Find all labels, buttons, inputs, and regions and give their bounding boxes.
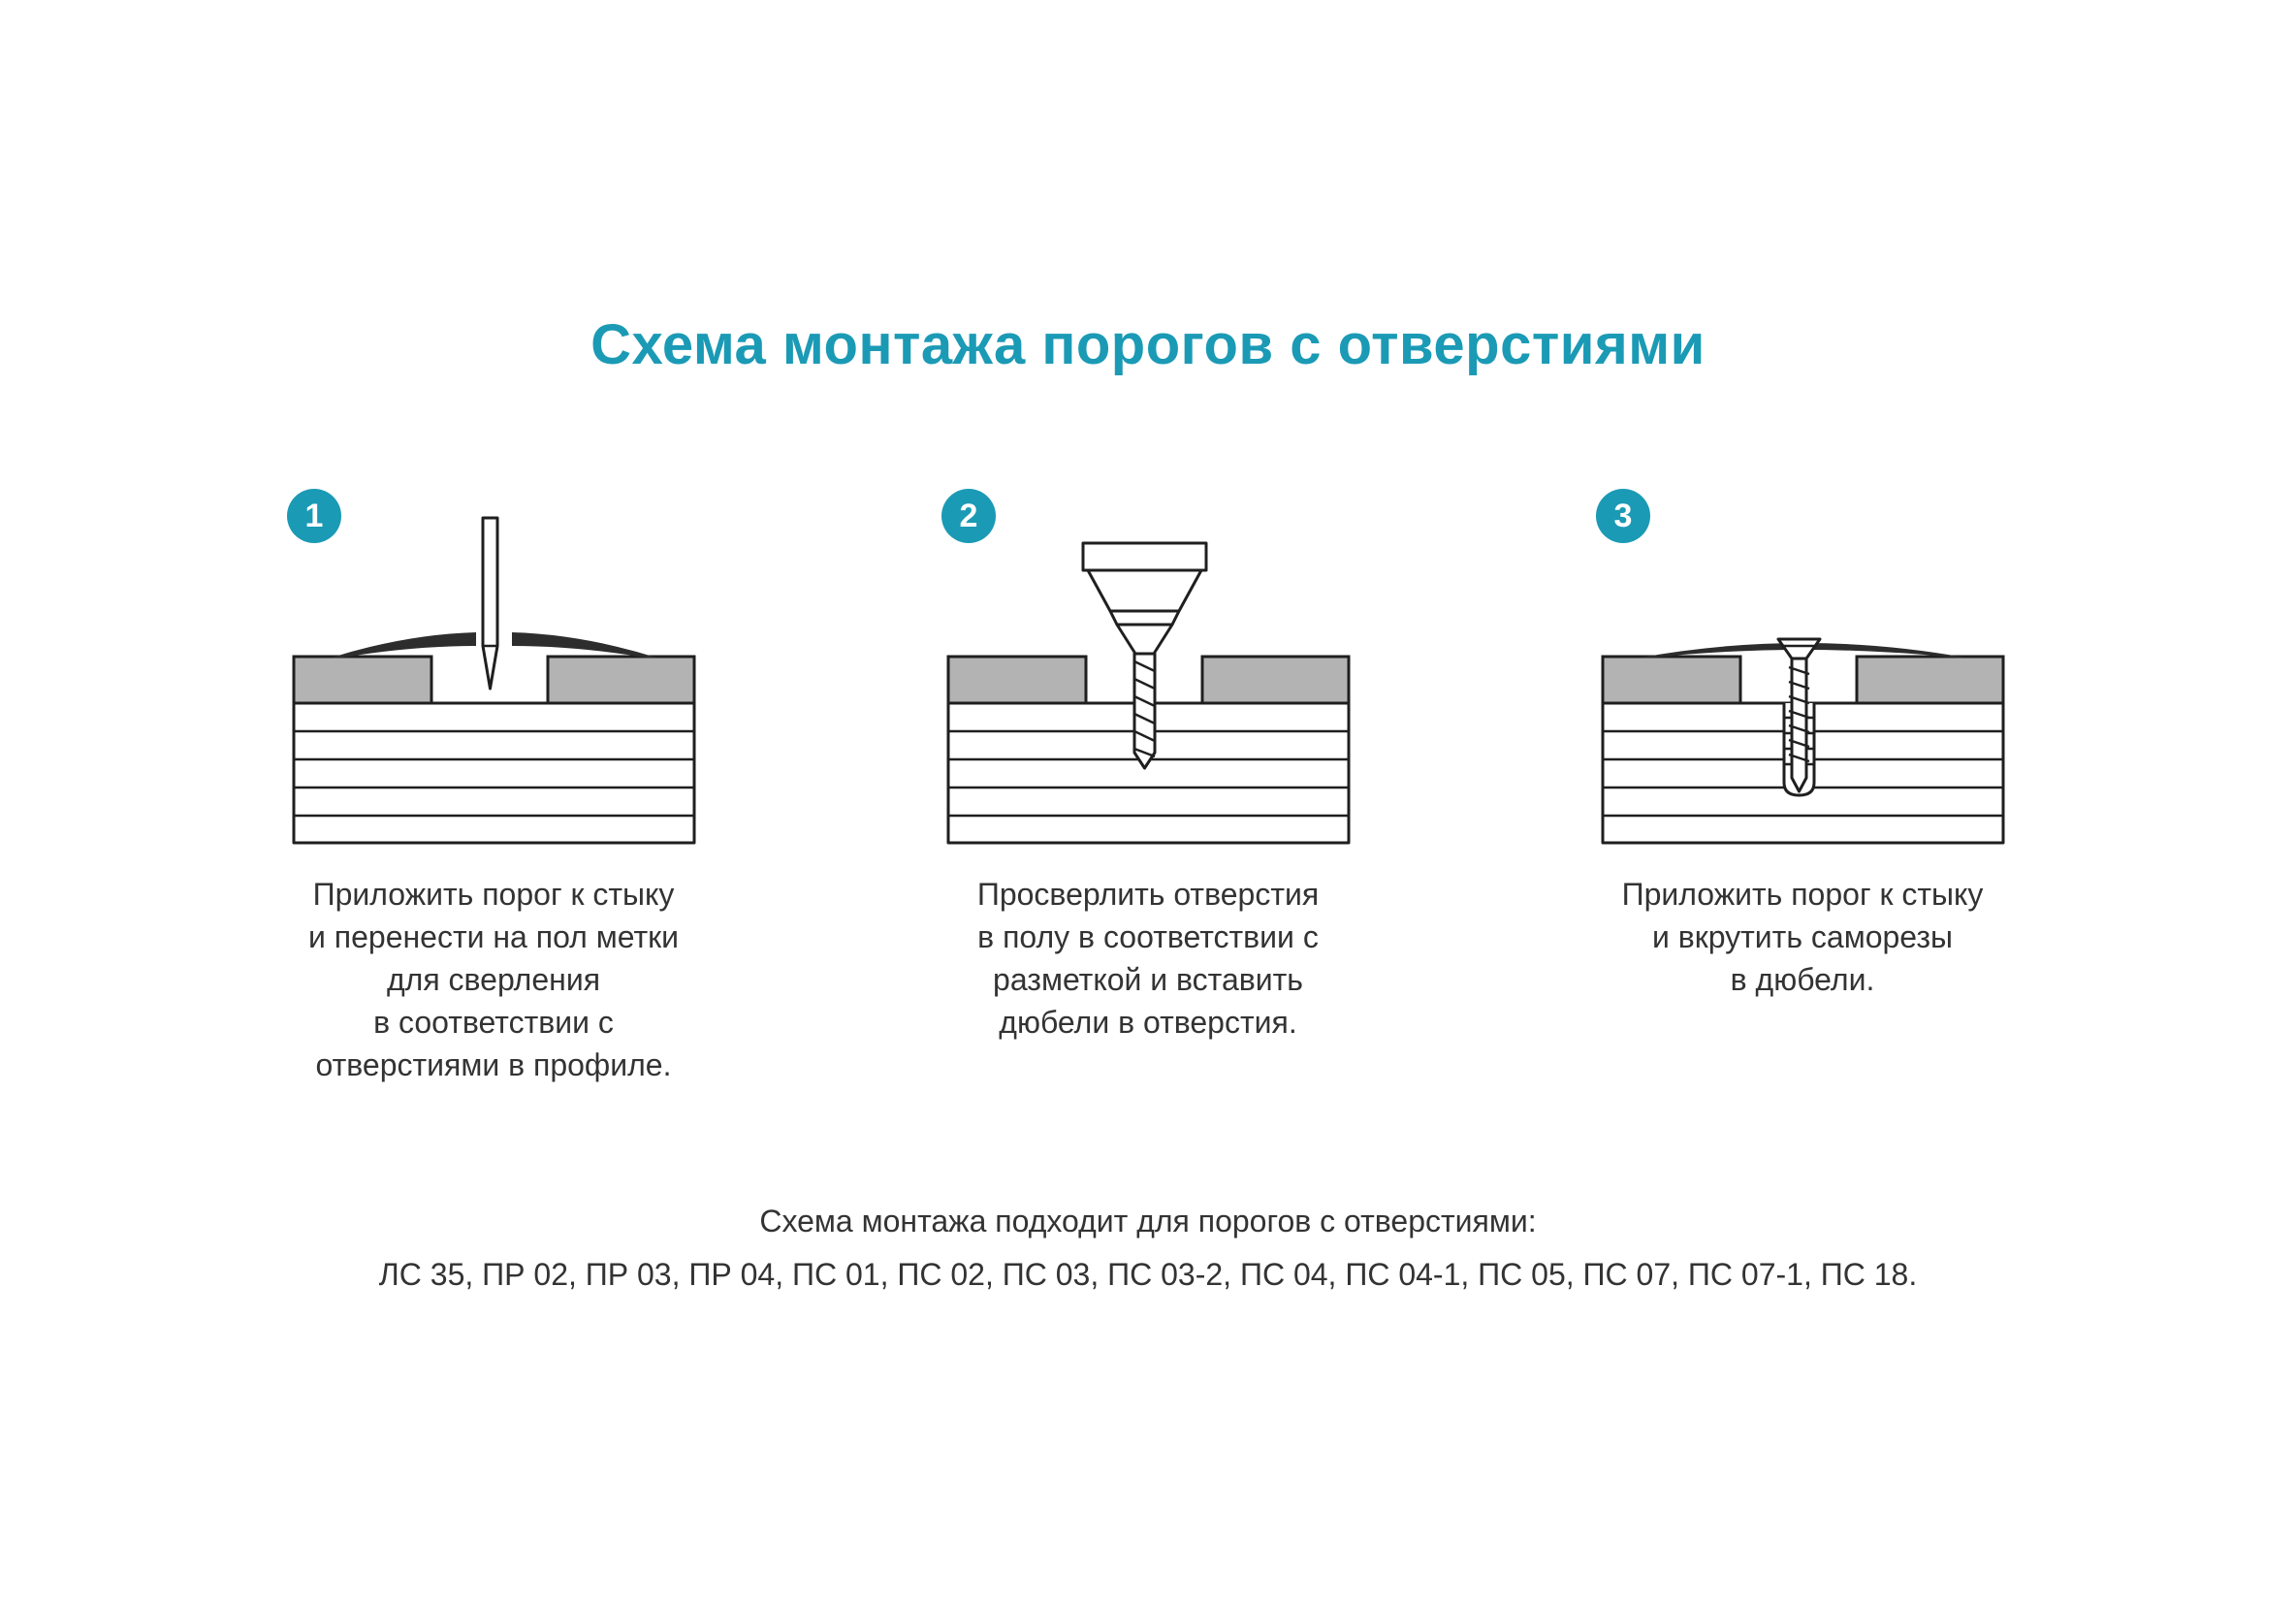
step-3-illustration <box>1601 637 2005 845</box>
floor-covering-right <box>546 655 696 705</box>
step-1-illustration <box>292 516 696 845</box>
step-number-badge: 1 <box>287 489 341 543</box>
drill-bit <box>1132 652 1157 770</box>
step-caption: Просверлить отверстия в полу в соответст… <box>976 877 1320 1040</box>
footer-note: Схема монтажа подходит для порогов с отв… <box>0 1195 2296 1302</box>
step-number-badge: 3 <box>1596 489 1650 543</box>
page-title: Схема монтажа порогов с отверстиями <box>590 313 1706 376</box>
step-3: 3 <box>1502 489 2103 1086</box>
steps-row: 1 <box>0 489 2296 1086</box>
step-caption: Приложить порог к стыку и перенести на п… <box>308 877 679 1082</box>
footer-models-list: ЛС 35, ПР 02, ПР 03, ПР 04, ПС 01, ПС 02… <box>378 1257 1918 1292</box>
screw-head <box>1776 637 1822 660</box>
floor-covering-left <box>292 655 433 705</box>
drill-tool <box>1081 541 1208 656</box>
screw <box>1788 657 1810 793</box>
floor-covering-right <box>1200 655 1351 705</box>
step-2: 2 <box>847 489 1449 1086</box>
floor-covering-right <box>1855 655 2005 705</box>
floor-covering-left <box>946 655 1088 705</box>
floor-base <box>292 701 696 845</box>
step-2-illustration <box>946 541 1351 845</box>
floor-covering-left <box>1601 655 1742 705</box>
step-number: 2 <box>959 497 978 534</box>
step-1: 1 <box>193 489 794 1086</box>
threshold-profile <box>332 632 656 658</box>
step-number: 1 <box>304 497 324 534</box>
step-number-badge: 2 <box>941 489 996 543</box>
awl-tool <box>481 516 499 691</box>
step-caption: Приложить порог к стыку и вкрутить самор… <box>1621 877 1984 997</box>
threshold-profile <box>1641 643 1965 658</box>
floor-base <box>946 701 1351 845</box>
footer-intro: Схема монтажа подходит для порогов с отв… <box>759 1204 1537 1238</box>
step-number: 3 <box>1613 497 1633 534</box>
